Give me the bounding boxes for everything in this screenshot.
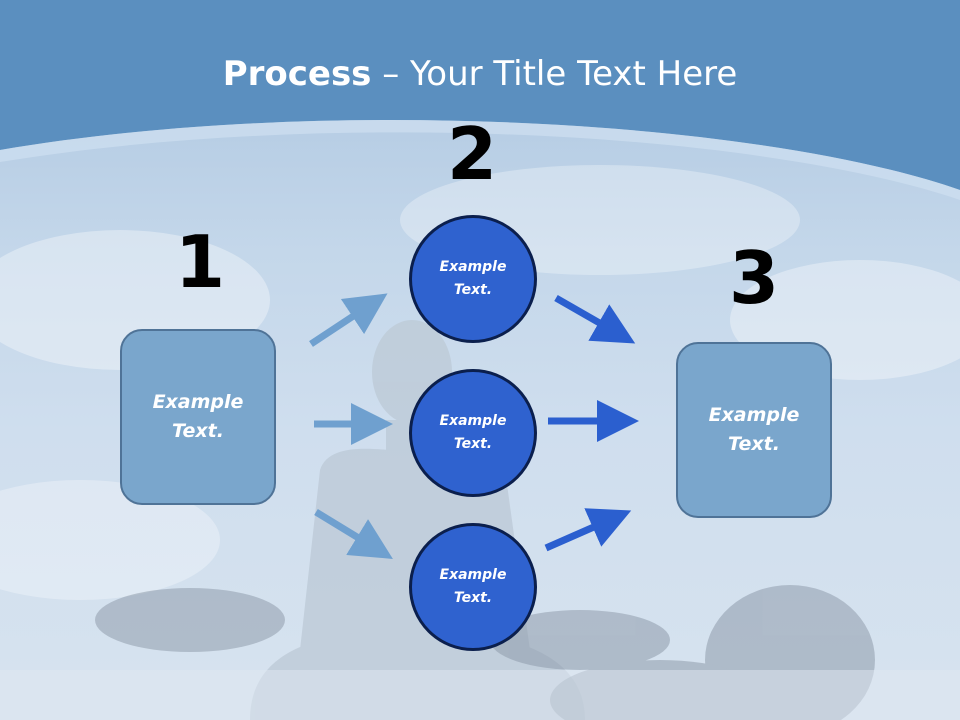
- arrow-left-to-top: [309, 293, 388, 347]
- arrow-left-to-bottom: [314, 509, 393, 559]
- arrow-bottom-to-right: [544, 508, 632, 552]
- middle-circle-bottom: Example Text.: [409, 523, 537, 651]
- circle-bottom-label: Example Text.: [439, 567, 507, 606]
- right-step-label: Example Text.: [708, 404, 800, 455]
- title-bold: Process: [222, 54, 372, 94]
- step-number-1: 1: [174, 220, 226, 304]
- header-band: [0, 0, 960, 190]
- circle-center-label: Example Text.: [439, 413, 507, 452]
- step-number-2: 2: [446, 112, 498, 196]
- title-rest: – Your Title Text Here: [371, 54, 738, 94]
- right-step-box: Example Text.: [676, 342, 832, 518]
- circle-top-label: Example Text.: [439, 259, 507, 298]
- middle-circle-center: Example Text.: [409, 369, 537, 497]
- slide-title: Process – Your Title Text Here: [0, 52, 960, 96]
- left-step-box: Example Text.: [120, 329, 276, 505]
- header-highlight: [0, 120, 960, 200]
- arrow-top-to-right: [554, 294, 636, 344]
- left-step-label: Example Text.: [152, 391, 244, 442]
- middle-circle-top: Example Text.: [409, 215, 537, 343]
- step-number-3: 3: [728, 236, 780, 320]
